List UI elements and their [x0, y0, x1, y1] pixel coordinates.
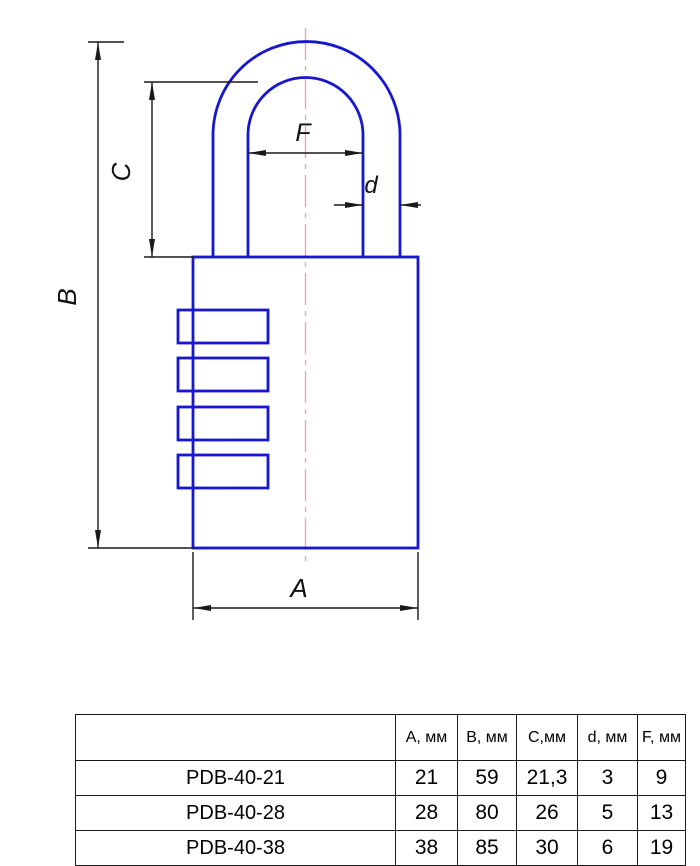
- value-cell-c: 30: [516, 830, 578, 866]
- header-row: A, мм B, мм C,мм d, мм F, мм: [75, 714, 686, 761]
- value-cell-c: 21,3: [516, 760, 578, 796]
- value-cell-f: 13: [637, 795, 686, 831]
- arrowhead: [345, 202, 363, 208]
- value-cell-a: 28: [395, 795, 458, 831]
- arrowhead: [345, 150, 363, 156]
- padlock-body: [191, 255, 420, 550]
- arrowhead: [193, 605, 211, 611]
- shackle-outer: [211, 40, 402, 258]
- col-header-f: F, мм: [637, 714, 686, 761]
- dimension-label-c: C: [106, 162, 136, 181]
- col-header-c: C,мм: [516, 714, 578, 761]
- arrowhead: [248, 150, 266, 156]
- arrowhead: [149, 82, 155, 100]
- arrowhead: [400, 605, 418, 611]
- value-cell-d: 3: [577, 760, 638, 796]
- dimension-label-f: F: [295, 119, 312, 147]
- col-header-d: d, мм: [577, 714, 638, 761]
- value-cell-d: 6: [577, 830, 638, 866]
- value-cell-c: 26: [516, 795, 578, 831]
- combination-dial-1: [176, 308, 270, 345]
- dimension-label-a: A: [288, 573, 307, 603]
- table-row: PDB-40-28 28 80 26 5 13: [75, 795, 686, 831]
- table-row: PDB-40-38 38 85 30 6 19: [75, 830, 686, 866]
- model-cell: PDB-40-28: [75, 795, 396, 831]
- col-header-model: [75, 714, 396, 761]
- value-cell-f: 19: [637, 830, 686, 866]
- value-cell-a: 21: [395, 760, 458, 796]
- padlock-technical-drawing: B C F d A: [52, 28, 421, 620]
- value-cell-d: 5: [577, 795, 638, 831]
- dimension-label-b: B: [52, 288, 82, 305]
- model-cell: PDB-40-38: [75, 830, 396, 866]
- shackle-inner: [246, 76, 365, 258]
- arrowhead: [400, 202, 418, 208]
- arrowhead: [149, 239, 155, 257]
- model-cell: PDB-40-21: [75, 760, 396, 796]
- table-row: PDB-40-21 21 59 21,3 3 9: [75, 760, 686, 796]
- dimension-label-d: d: [364, 172, 378, 199]
- value-cell-f: 9: [637, 760, 686, 796]
- value-cell-a: 38: [395, 830, 458, 866]
- value-cell-b: 80: [457, 795, 517, 831]
- value-cell-b: 85: [457, 830, 517, 866]
- spec-table: A, мм B, мм C,мм d, мм F, мм PDB-40-21 2…: [75, 714, 686, 866]
- col-header-b: B, мм: [457, 714, 517, 761]
- combination-dial-2: [176, 356, 270, 393]
- combination-dial-4: [176, 453, 270, 490]
- arrowhead: [95, 42, 101, 60]
- value-cell-b: 59: [457, 760, 517, 796]
- combination-dial-3: [176, 405, 270, 442]
- arrowhead: [95, 530, 101, 548]
- col-header-a: A, мм: [395, 714, 458, 761]
